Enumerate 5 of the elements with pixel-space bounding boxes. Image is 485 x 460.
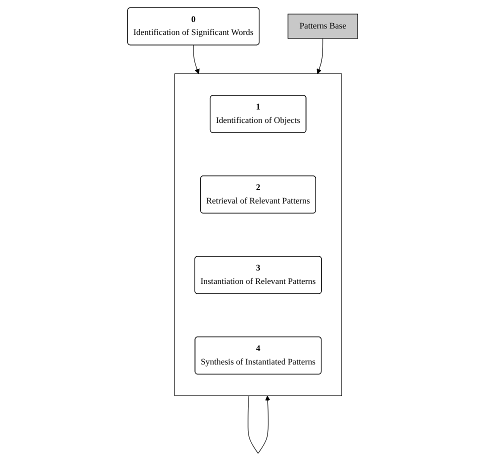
node-box: Patterns Base [288,13,358,38]
cluster [174,72,342,396]
arrow [316,38,323,74]
arrow [248,394,270,454]
arrow [192,44,200,74]
